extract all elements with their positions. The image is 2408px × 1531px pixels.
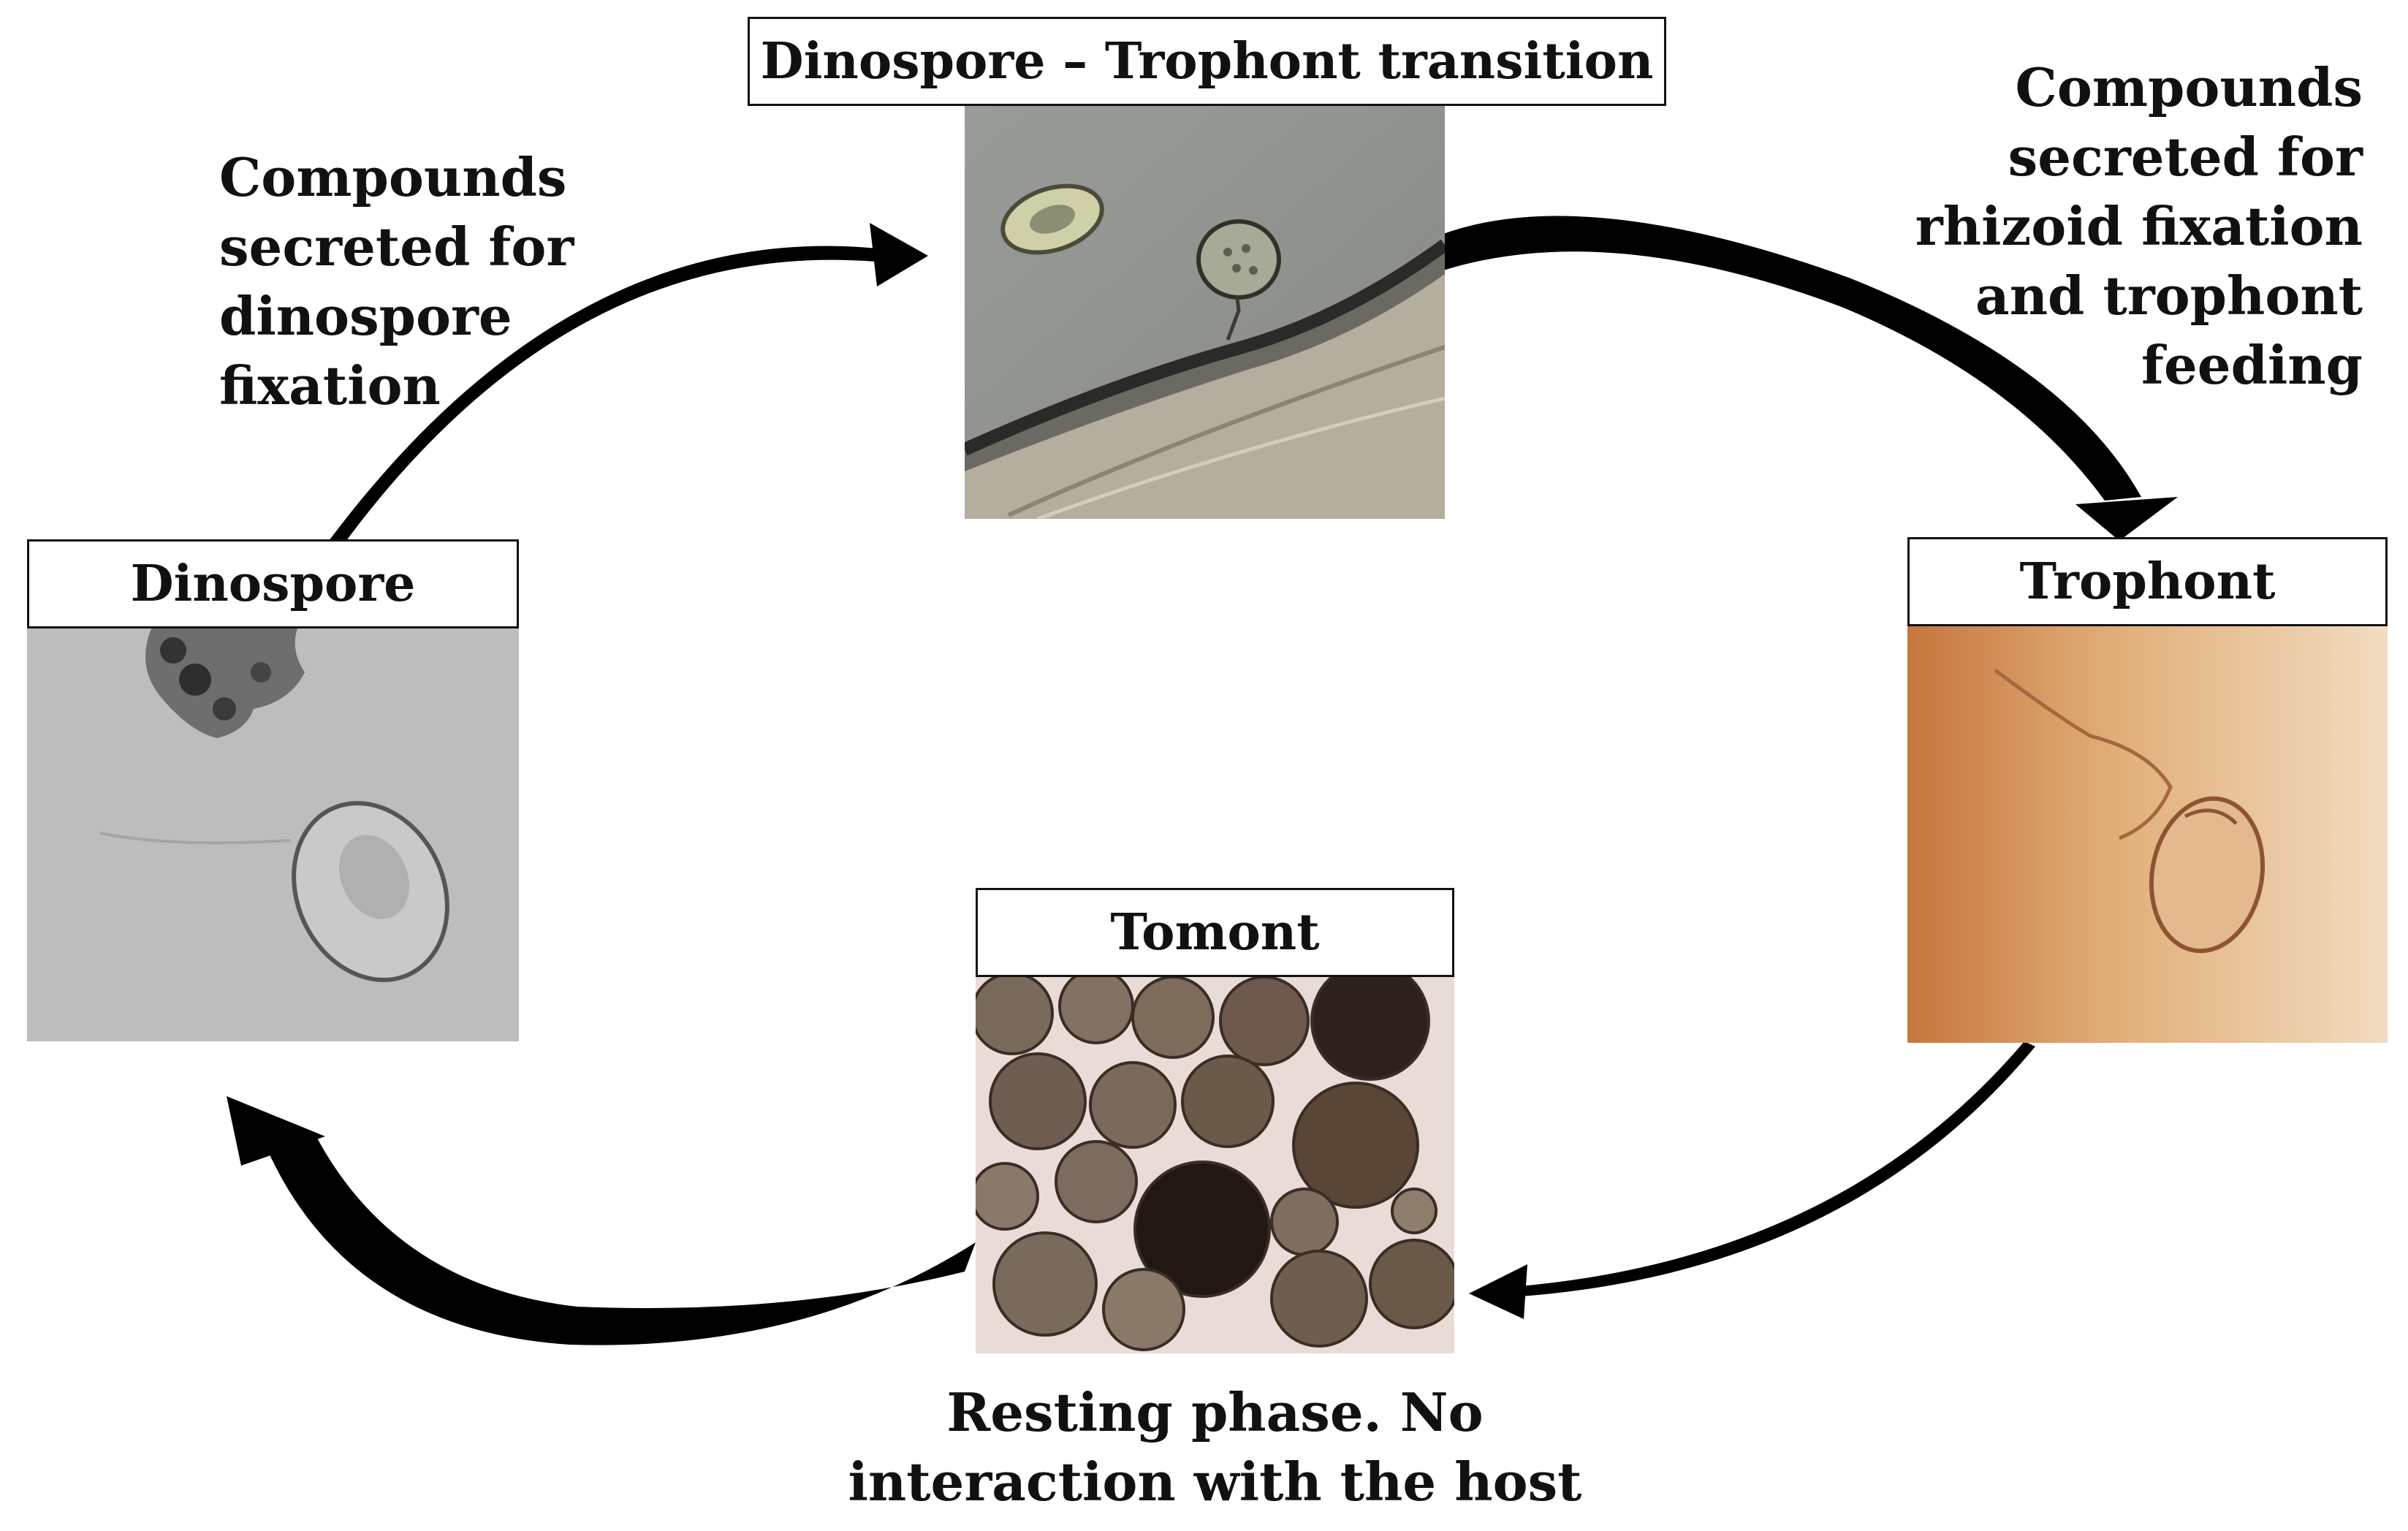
annotation-line: Compounds: [219, 146, 567, 208]
annotation-line: rhizoid fixation: [1915, 195, 2363, 257]
annotation-line: and trophont: [1975, 265, 2363, 327]
arrow-head-transition: [870, 223, 928, 286]
arrow-head-tomont: [1469, 1264, 1527, 1319]
annotation-line: secreted for: [219, 216, 574, 278]
tomont-micrograph: [976, 977, 1454, 1353]
annotation-resting-phase: Resting phase. No interaction with the h…: [848, 1378, 1582, 1516]
arrow-head-trophont: [2075, 497, 2178, 541]
annotation-line: secreted for: [2008, 126, 2363, 188]
annotation-line: Compounds: [2015, 56, 2363, 118]
trophont-title: Trophont: [1907, 537, 2388, 626]
tomont-title: Tomont: [976, 888, 1454, 977]
transition-micrograph: [965, 106, 1445, 519]
trophont-micrograph: [1907, 626, 2388, 1043]
annotation-line: fixation: [219, 354, 441, 417]
arrow-transition-to-trophont: [1443, 216, 2141, 501]
annotation-line: Resting phase. No: [946, 1381, 1484, 1443]
dinospore-micrograph: [27, 628, 519, 1041]
transition-title: Dinospore – Trophont transition: [748, 17, 1666, 106]
arrow-trophont-to-tomont: [1520, 1041, 2035, 1296]
annotation-line: dinospore: [219, 285, 512, 347]
annotation-rhizoid-fixation: Compounds secreted for rhizoid fixation …: [1915, 53, 2363, 400]
annotation-dinospore-fixation: Compounds secreted for dinospore fixatio…: [219, 143, 574, 420]
annotation-line: interaction with the host: [848, 1451, 1582, 1513]
arrow-head-dinospore: [227, 1096, 325, 1166]
arrow-tomont-to-dinospore: [263, 1133, 976, 1345]
dinospore-title: Dinospore: [27, 539, 519, 628]
arrow-dinospore-to-transition: [329, 246, 877, 544]
annotation-line: feeding: [2141, 334, 2363, 396]
